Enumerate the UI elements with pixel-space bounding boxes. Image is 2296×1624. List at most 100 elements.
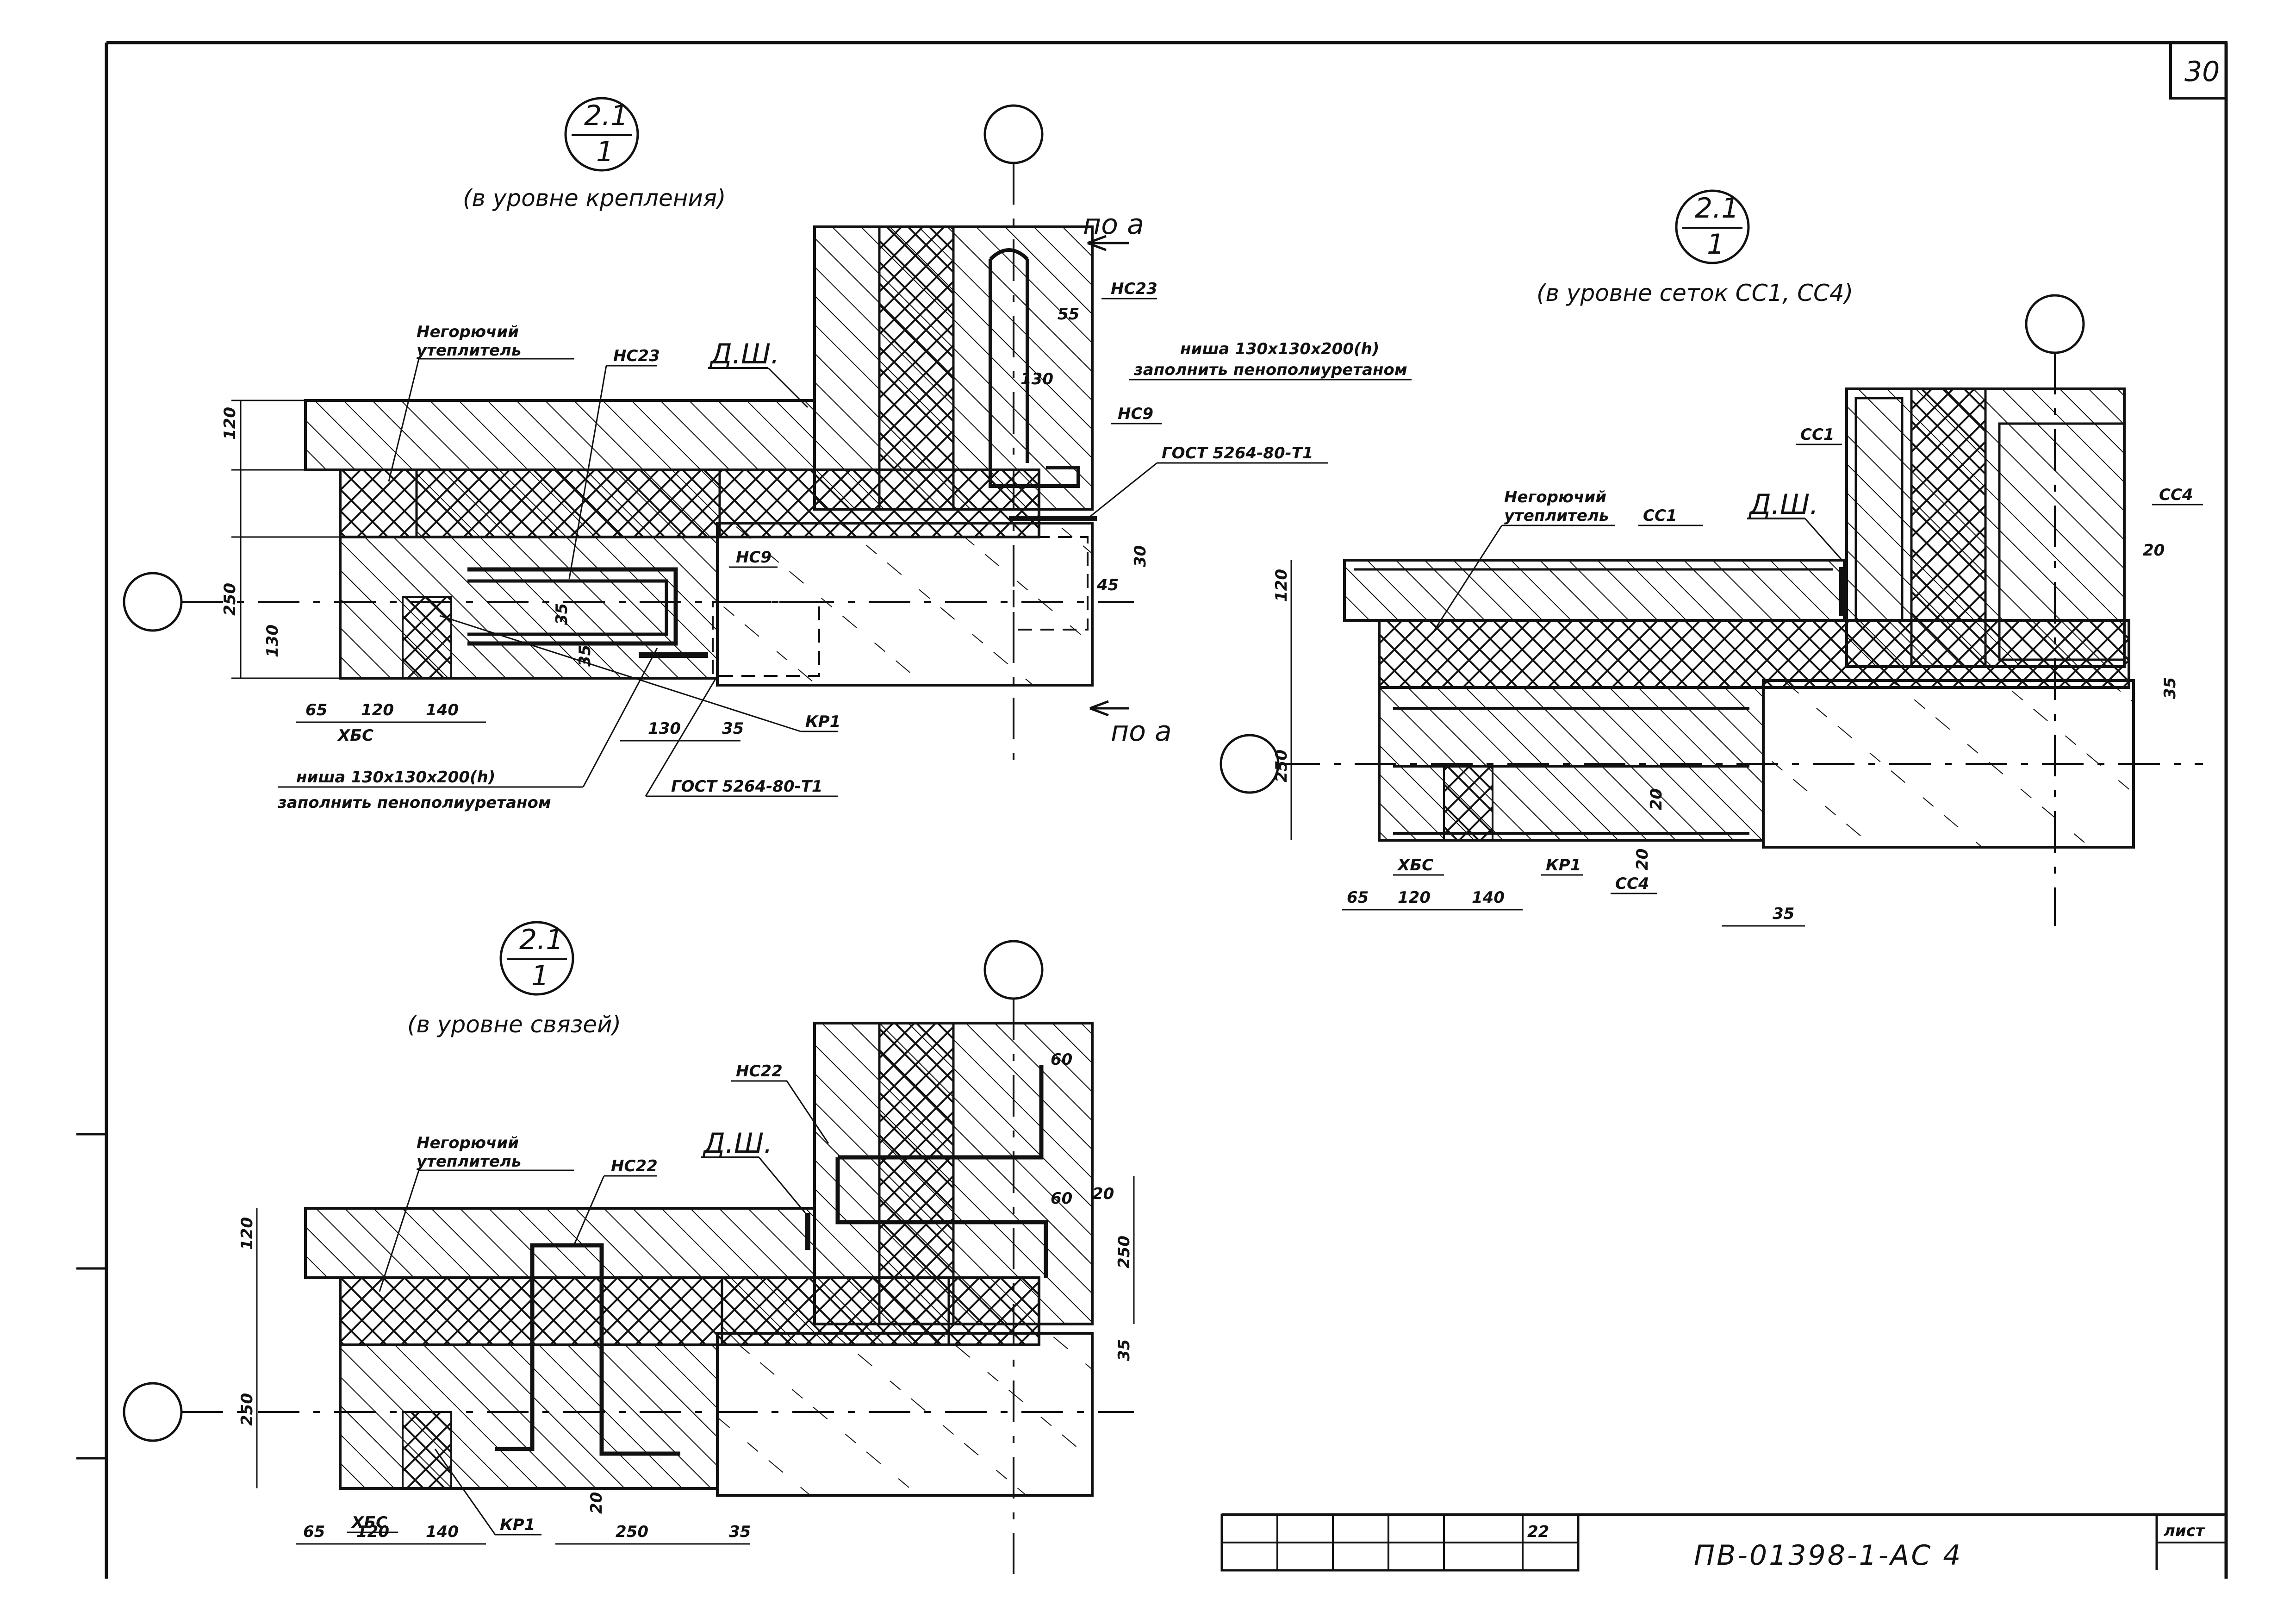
label-nc22-b: НС22 [736,1062,783,1081]
svg-text:35: 35 [729,1523,751,1541]
section-number-bottom: 1 [1707,228,1724,261]
section-number-bottom: 1 [531,960,549,992]
axis-bubble-vertical [2025,294,2085,354]
label-niche-a-1: ниша 130х130х200(h) [1180,340,1379,358]
svg-text:120: 120 [356,1523,389,1541]
label-nc9-a: НС9 [1118,405,1153,423]
svg-text:140: 140 [1472,888,1505,907]
label-dsh: Д.Ш. [702,1127,772,1160]
label-section-a-top: по а [1083,208,1144,241]
label-gost-a: ГОСТ 5264-80-Т1 [1162,444,1313,462]
svg-text:120: 120 [238,1217,256,1250]
svg-text:20: 20 [587,1492,606,1514]
svg-text:60: 60 [1051,1050,1072,1069]
precast-panel [716,1332,1094,1497]
svg-text:35: 35 [1115,1339,1133,1361]
dimensions-fastening: 120 250 130 65 120 140 130 35 55 130 30 … [221,305,1150,742]
section-number-bottom: 1 [596,136,614,168]
mesh-cc4 [1393,707,1749,835]
svg-text:20: 20 [1633,849,1652,870]
label-xbc: ХБС [337,726,373,745]
dimensions-mesh: 120 250 65 120 140 35 20 35 20 20 [1272,541,2179,927]
label-niche-b-1: ниша 130х130х200(h) [296,768,495,787]
axis-bubble-horizontal [123,1382,183,1442]
svg-text:Негорючий: Негорючий [1504,488,1606,506]
label-dsh: Д.Ш. [1748,488,1818,521]
document-code: ПВ-01398-1-АС 4 [1694,1539,1962,1572]
svg-text:55: 55 [1058,305,1079,324]
wall-insulation [878,225,955,511]
svg-text:Негорючий: Негорючий [417,1134,519,1152]
svg-text:65: 65 [303,1523,325,1541]
svg-text:120: 120 [361,701,394,719]
section-marker-mesh: 2.1 1 [1675,189,1750,264]
label-kp1: КР1 [805,712,840,731]
drawing-frame: 30 [76,41,2228,1579]
svg-text:120: 120 [1398,888,1431,907]
svg-text:130: 130 [648,719,681,738]
section-number-top: 2.1 [519,924,563,956]
section-marker-fastening: 2.1 1 [564,97,639,172]
axis-bubble-vertical [983,104,1044,164]
floor-slab [304,399,816,471]
rebar-loop [989,259,1080,488]
detail-caption: (в уровне сеток СС1, СС4) [1537,280,1853,306]
stamp-cell: 22 [1527,1523,1549,1541]
detail-ties: 2.1 1 (в уровне связей) Негорючий утепли… [123,921,1135,1574]
dimensions-ties: 120 250 65 120 140 250 35 20 60 60 20 25… [238,1050,1135,1545]
floor-slab [304,1207,816,1279]
section-number-top: 2.1 [584,100,628,132]
label-xbc: ХБС [351,1513,387,1532]
label-niche-a-2: заполнить пенополиуретаном [1133,361,1407,379]
svg-text:утеплитель: утеплитель [1504,506,1609,525]
detail-caption: (в уровне связей) [407,1011,621,1038]
precast-panel [1762,679,2135,849]
title-block: 22 ПВ-01398-1-АС 4 лист [1220,1513,2226,1572]
detail-fastening: 2.1 1 (в уровне крепления) Негорючий [123,97,1412,812]
svg-text:130: 130 [1020,370,1053,388]
svg-text:45: 45 [1096,576,1119,594]
label-nc23-b: НС23 [1111,280,1157,298]
precast-panel [716,522,1094,687]
svg-text:утеплитель: утеплитель [417,1152,521,1171]
rebar-nc22 [495,1243,680,1456]
svg-text:140: 140 [426,1523,459,1541]
label-kp1: КР1 [1546,856,1581,874]
insulation-layer [1378,619,2130,689]
axis-bubble-horizontal [123,572,183,632]
label-nc23-a: НС23 [613,347,660,365]
label-insulation-2: утеплитель [417,341,521,360]
svg-text:60: 60 [1051,1189,1072,1208]
label-niche-b-2: заполнить пенополиуретаном [277,793,551,812]
svg-text:20: 20 [1647,788,1666,810]
label-nc9-b: НС9 [736,548,772,567]
svg-text:35: 35 [553,603,571,625]
label-insulation-1: Негорючий [417,323,519,341]
label-nc22-a: НС22 [611,1157,658,1175]
svg-text:140: 140 [426,701,459,719]
svg-text:35: 35 [722,719,744,738]
svg-text:120: 120 [1272,569,1291,602]
svg-text:20: 20 [2143,541,2165,560]
label-cc4-a: СС4 [2159,486,2193,504]
svg-text:250: 250 [1272,750,1291,782]
label-section-a-bottom: по а [1111,715,1172,748]
lower-wall [339,1343,719,1490]
svg-text:250: 250 [238,1393,256,1426]
dim-130: 130 [263,625,282,657]
dim-250: 250 [221,583,239,616]
label-dsh: Д.Ш. [709,338,779,370]
lower-wall [1378,686,1765,842]
label-cc1-b: СС1 [1800,425,1835,444]
svg-text:65: 65 [1347,888,1369,907]
section-number-top: 2.1 [1695,192,1739,225]
svg-text:35: 35 [1773,905,1794,923]
label-gost-b: ГОСТ 5264-80-Т1 [671,777,823,796]
label-kp1: КР1 [500,1516,535,1534]
label-xbc: ХБС [1397,856,1433,874]
axis-bubble-vertical [983,940,1044,1000]
axis-bubble-horizontal [1220,734,1280,794]
section-marker-ties: 2.1 1 [499,921,574,996]
svg-text:35: 35 [576,645,594,667]
